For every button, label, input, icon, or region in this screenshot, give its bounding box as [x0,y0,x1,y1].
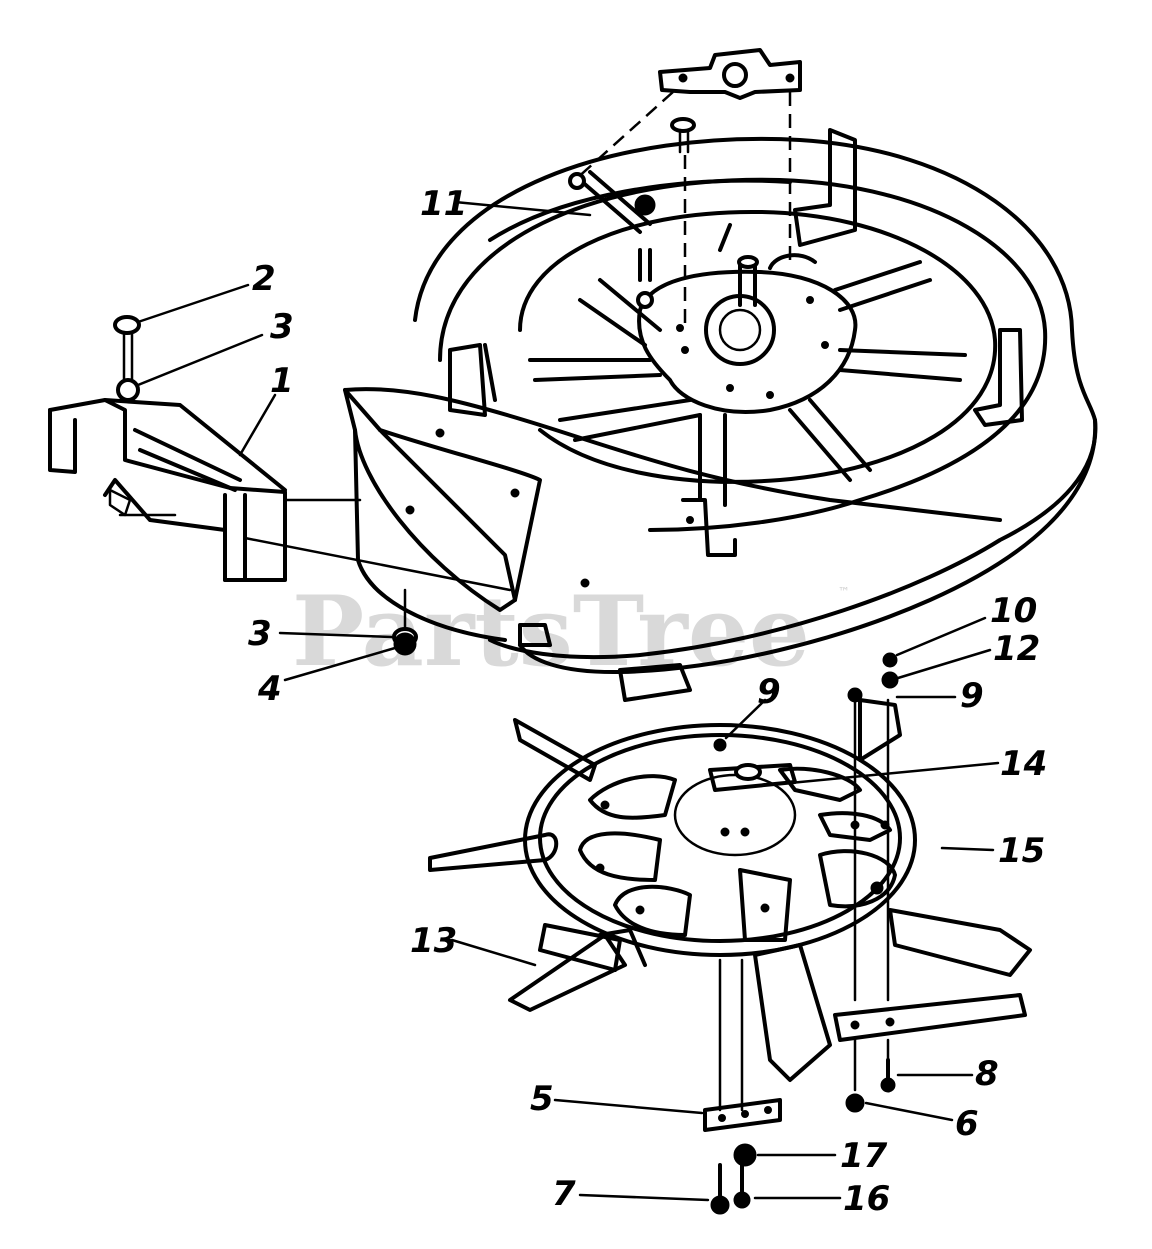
callout-labels: 1 2 3 3 4 5 6 7 8 9 9 10 11 12 13 14 15 … [248,184,1047,1219]
hardware-parts-3-4 [392,588,418,656]
callout-9-upper: 9 [757,672,781,712]
callout-3-lower: 3 [248,614,272,654]
callout-9-right: 9 [960,676,984,716]
callout-11: 11 [420,184,467,224]
callout-8: 8 [975,1054,999,1094]
leader-lines [136,200,1000,1202]
blade-lower-right [833,993,1027,1042]
callout-15: 15 [998,831,1045,871]
callout-3-upper: 3 [270,307,294,347]
blade-part-13 [538,923,622,972]
blade-disc-part-15 [523,723,917,957]
watermark-trademark: ™ [838,585,850,599]
callout-17: 17 [840,1136,888,1176]
deflector-part-1 [48,398,512,592]
blade-clamp-part-5 [703,1098,782,1132]
callout-4: 4 [257,669,282,709]
callout-12: 12 [993,629,1040,669]
callout-10: 10 [990,591,1037,631]
leader-bolts [718,698,890,1112]
hardware-bolts [710,652,899,1215]
callout-1: 1 [270,361,294,401]
callout-16: 16 [843,1179,890,1219]
blades [428,698,1032,1082]
deck-housing [413,48,1098,675]
callout-2: 2 [252,259,276,299]
callout-13: 13 [410,921,457,961]
callout-7: 7 [552,1174,576,1214]
bolt-part-2 [113,315,141,402]
watermark-text: PartsTree [292,575,810,688]
callout-5: 5 [530,1079,554,1119]
callout-6: 6 [955,1104,979,1144]
discharge-chute [343,387,1002,702]
callout-14: 14 [1000,744,1047,784]
